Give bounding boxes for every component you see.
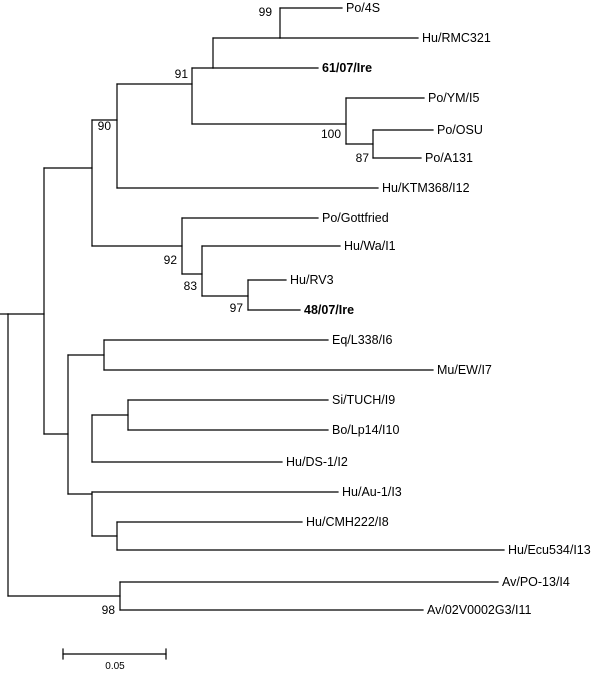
leaf-labels: Po/4S Hu/RMC321 61/07/Ire Po/YM/I5 Po/OS… [286,1,591,617]
leaf-label: Po/4S [346,1,380,15]
bootstrap-value: 91 [175,67,189,81]
clade-n-branches [91,414,283,463]
bootstrap-value: 99 [259,5,273,19]
clade-g-branches [345,97,425,145]
leaf-label: Po/OSU [437,123,483,137]
clade-a-branches [43,167,93,435]
clade-e-branches [212,37,319,69]
bootstrap-value: 98 [102,603,116,617]
clade-r-branches [119,581,499,611]
clade-l-branches [67,354,105,495]
scale-bar: 0.05 [62,648,167,672]
leaf-label: Hu/Ecu534/I13 [508,543,591,557]
bootstrap-value: 87 [356,151,370,165]
leaf-label: Bo/Lp14/I10 [332,423,399,437]
leaf-label: Hu/Au-1/I3 [342,485,402,499]
clade-f-branches [279,7,419,39]
clade-m-branches [103,339,434,371]
leaf-label: Po/YM/I5 [428,91,479,105]
clade-c-branches [116,83,379,189]
clade-d-branches [191,67,347,125]
clade-k-branches [247,279,301,311]
leaf-label-highlighted: 61/07/Ire [322,61,372,75]
leaf-label: Hu/RV3 [290,273,334,287]
leaf-label: Po/A131 [425,151,473,165]
bootstrap-value: 92 [164,253,178,267]
bootstrap-value: 100 [321,127,341,141]
bootstrap-value: 90 [98,119,112,133]
clade-i-branches [181,217,319,275]
bootstrap-labels: 99 91 90 100 87 92 83 97 98 [98,5,370,617]
leaf-label: Hu/KTM368/I12 [382,181,470,195]
clade-b-branches [91,119,183,247]
leaf-label: Po/Gottfried [322,211,389,225]
leaf-label-highlighted: 48/07/Ire [304,303,354,317]
bootstrap-value: 83 [184,279,198,293]
leaf-label: Mu/EW/I7 [437,363,492,377]
clade-o-branches [127,399,329,431]
leaf-label: Hu/DS-1/I2 [286,455,348,469]
clade-j-branches [201,245,341,297]
leaf-label: Hu/Wa/I1 [344,239,396,253]
leaf-label: Av/PO-13/I4 [502,575,570,589]
leaf-label: Eq/L338/I6 [332,333,393,347]
leaf-label: Hu/CMH222/I8 [306,515,389,529]
root-branches [0,313,121,597]
leaf-label: Av/02V0002G3/I11 [427,603,532,617]
clade-h-branches [372,129,434,159]
scale-bar-label: 0.05 [105,661,125,672]
clade-p-branches [91,491,339,537]
leaf-label: Si/TUCH/I9 [332,393,395,407]
leaf-label: Hu/RMC321 [422,31,491,45]
bootstrap-value: 97 [230,301,244,315]
clade-q-branches [116,521,505,551]
